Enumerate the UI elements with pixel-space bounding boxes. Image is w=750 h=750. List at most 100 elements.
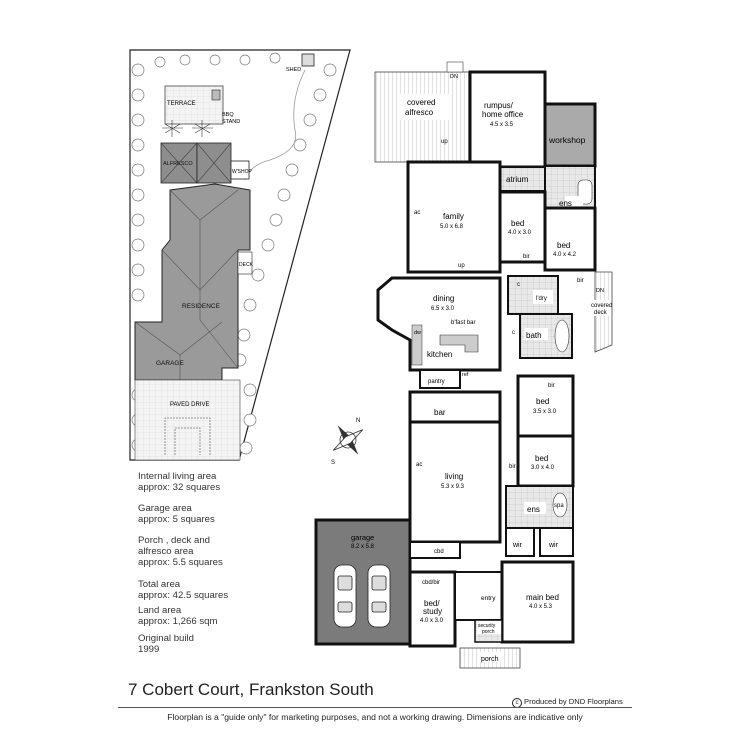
area-garage: Garage area approx: 5 squares [138, 503, 215, 525]
bed1-dim: 4.0 x 3.0 [508, 230, 532, 236]
ref-label: ref [462, 372, 469, 378]
workshop-label: workshop [548, 135, 586, 145]
site-shed [301, 53, 315, 67]
site-deck [237, 251, 253, 275]
c-label-1: c [517, 282, 520, 288]
area-internal: Internal living area approx: 32 squares [138, 471, 220, 493]
bed3-dim: 3.5 x 3.0 [533, 409, 557, 415]
area-build-label: Original build [138, 633, 194, 644]
footer-divider [118, 707, 632, 708]
garage-room [314, 518, 412, 646]
dw-label: dw [414, 330, 421, 336]
wir-right-label: wir [548, 542, 559, 549]
porch-label: porch [481, 656, 499, 663]
security-porch-label: security [478, 623, 496, 629]
wir-left-label: wir [512, 542, 523, 549]
dining-dim: 6.5 x 3.0 [431, 306, 455, 312]
bfast-bar-label: b'fast bar [451, 320, 476, 326]
living-room [408, 420, 502, 544]
kitchen-label: kitchen [427, 350, 452, 359]
main-bed-dim: 4.0 x 5.3 [529, 604, 553, 610]
dining-label: dining [433, 294, 454, 303]
cbd-label: cbd [434, 549, 444, 555]
cbd-cupboard [409, 541, 461, 559]
rumpus-label-2: home office [482, 110, 524, 119]
living-label: living [445, 472, 463, 481]
covered-deck-label-2: deck [594, 310, 608, 316]
rumpus-room [468, 70, 547, 169]
site-wshop [230, 160, 250, 180]
bed-study-label: bed/ [424, 599, 440, 608]
bed-study-label-2: study [423, 607, 442, 616]
dn-label-deck: DN [596, 288, 604, 294]
area-porch: Porch , deck and alfresco area approx: 5… [138, 535, 223, 568]
bed1-label: bed [511, 219, 524, 228]
covered-deck-label: covered [591, 303, 612, 309]
site-bbq [211, 89, 221, 101]
atrium-label: atrium [506, 175, 529, 184]
bir-label-2: bir [577, 278, 584, 284]
area-porch-extra: approx: 5.5 squares [138, 557, 223, 568]
site-paved-drive-label: PAVED DRIVE [170, 402, 209, 408]
living-dim: 5.3 x 9.3 [441, 484, 465, 490]
bed4-dim: 3.0 x 4.0 [531, 465, 555, 471]
bed3-label: bed [536, 397, 549, 406]
site-garage-label: GARAGE [156, 360, 184, 367]
site-terrace-label: TERRACE [167, 101, 196, 107]
floor-plan: DN covered alfresco rumpus/ home office … [314, 61, 613, 669]
producer-credit-text: Produced by DND Floorplans [524, 697, 623, 706]
garage-dim: 8.2 x 5.8 [351, 544, 375, 550]
bed2-dim: 4.0 x 4.2 [553, 252, 577, 258]
area-internal-value: approx: 32 squares [138, 482, 221, 493]
area-garage-value: approx: 5 squares [138, 514, 215, 525]
area-build: Original build 1999 [138, 633, 194, 655]
bed3-room [516, 374, 575, 438]
site-trees [131, 52, 337, 455]
up-label-family: up [458, 263, 465, 269]
rumpus-dim: 4.5 x 3.5 [490, 122, 514, 128]
family-label: family [443, 212, 464, 221]
property-address: 7 Cobert Court, Frankston South [128, 680, 374, 699]
cbd-bir-label: cbd/bir [422, 580, 440, 586]
site-bbq-label: BBQ [222, 112, 234, 118]
area-land-label: Land area [138, 605, 182, 616]
pantry-room [419, 369, 461, 389]
covered-alfresco-label: covered [407, 98, 435, 107]
bar-label: bar [434, 408, 446, 417]
bed2-label: bed [557, 241, 570, 250]
bir-label-1: bir [523, 254, 530, 260]
area-porch-value: alfresco area [138, 546, 194, 557]
site-bbq-label-2: STAND [222, 119, 240, 125]
ensuite-bottom-label: ens [527, 505, 540, 514]
bir-label-4: bir [509, 464, 516, 470]
area-land: Land area approx: 1,266 sqm [138, 605, 217, 627]
area-internal-label: Internal living area [138, 471, 217, 482]
workshop-room [543, 102, 597, 168]
bir-label-3: bir [548, 383, 555, 389]
garage-car-2 [367, 564, 391, 628]
site-wshop-label: W'SHOP [232, 169, 253, 175]
spa-label: spa [554, 503, 564, 509]
ensuite-top-label: ens [559, 199, 572, 208]
family-dim: 5.0 x 6.8 [440, 224, 464, 230]
c-label-2: c [512, 330, 515, 336]
entry-label: entry [481, 595, 496, 602]
site-paved-drive [134, 379, 241, 461]
area-total-label: Total area [138, 579, 181, 590]
disclaimer-text: Floorplan is a "guide only" for marketin… [167, 712, 583, 722]
covered-alfresco-label-2: alfresco [405, 108, 434, 117]
compass-icon [332, 425, 364, 455]
area-porch-label: Porch , deck and [138, 535, 210, 546]
site-shed-label: SHED [286, 67, 301, 73]
wir-right [539, 527, 574, 557]
wir-left [505, 527, 535, 557]
compass-n: N [356, 418, 360, 424]
ac-label-living: ac [416, 462, 422, 468]
bed1-room [498, 190, 547, 264]
ldry-label: l'dry [536, 296, 547, 302]
security-porch-label-2: porch [482, 629, 495, 635]
up-label-alfresco: up [441, 139, 448, 145]
garage-label: garage [351, 533, 374, 542]
area-land-value: approx: 1,266 sqm [138, 616, 218, 627]
pantry-label: pantry [428, 379, 445, 385]
